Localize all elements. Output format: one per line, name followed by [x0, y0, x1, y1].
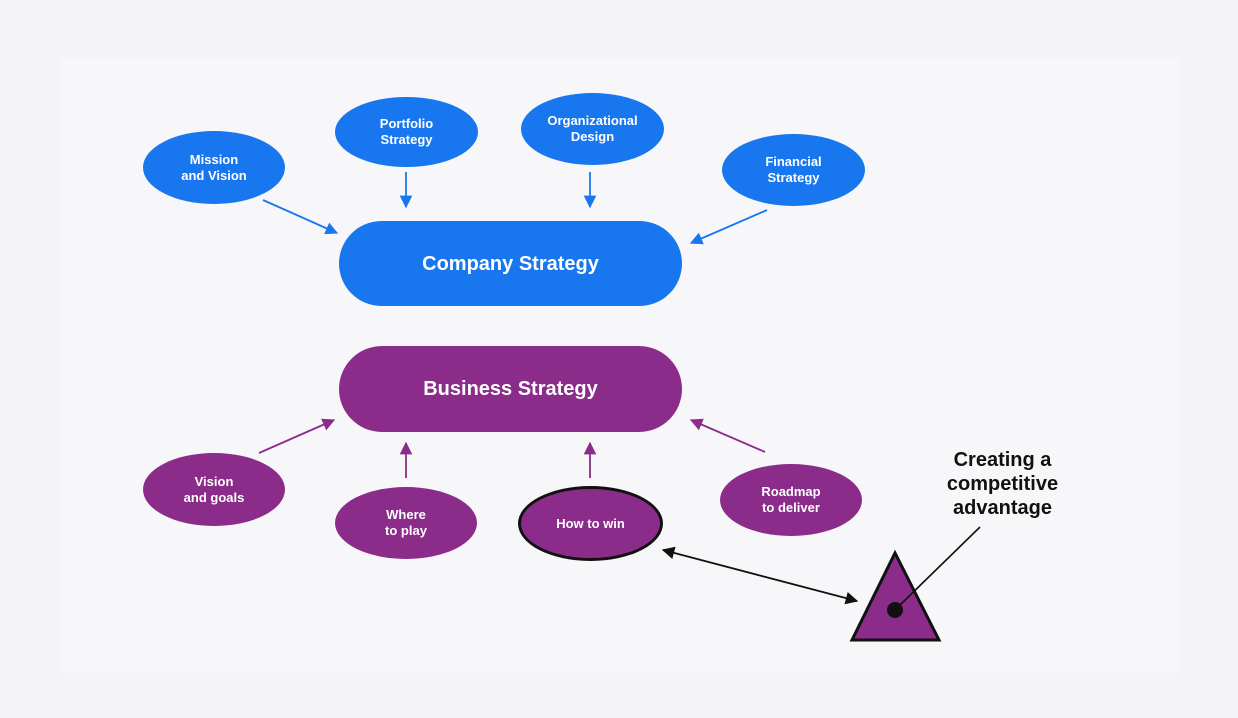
portfolio-strategy-node: Portfolio Strategy — [335, 97, 478, 167]
mission-vision-node: Mission and Vision — [143, 131, 285, 204]
business-strategy-node: Business Strategy — [339, 346, 682, 432]
triangle-with-dot-icon — [849, 549, 942, 642]
arrow-howtowin-advantage — [661, 546, 859, 605]
roadmap-to-deliver-node: Roadmap to deliver — [720, 464, 862, 536]
where-to-play-node: Where to play — [335, 487, 477, 559]
competitive-advantage-label: Creating a competitive advantage — [946, 449, 1059, 519]
how-to-win-node: How to win — [518, 486, 663, 561]
company-strategy-node: Company Strategy — [339, 221, 682, 306]
arrow-financial-to-company — [689, 209, 768, 245]
arrow-vision-to-business — [258, 418, 336, 454]
arrow-roadmap-to-business — [689, 418, 766, 453]
arrow-mission-to-company — [262, 199, 339, 235]
label-pointer-line — [898, 526, 981, 607]
financial-strategy-node: Financial Strategy — [722, 134, 865, 206]
vision-goals-node: Vision and goals — [143, 453, 285, 526]
organizational-design-node: Organizational Design — [521, 93, 664, 165]
